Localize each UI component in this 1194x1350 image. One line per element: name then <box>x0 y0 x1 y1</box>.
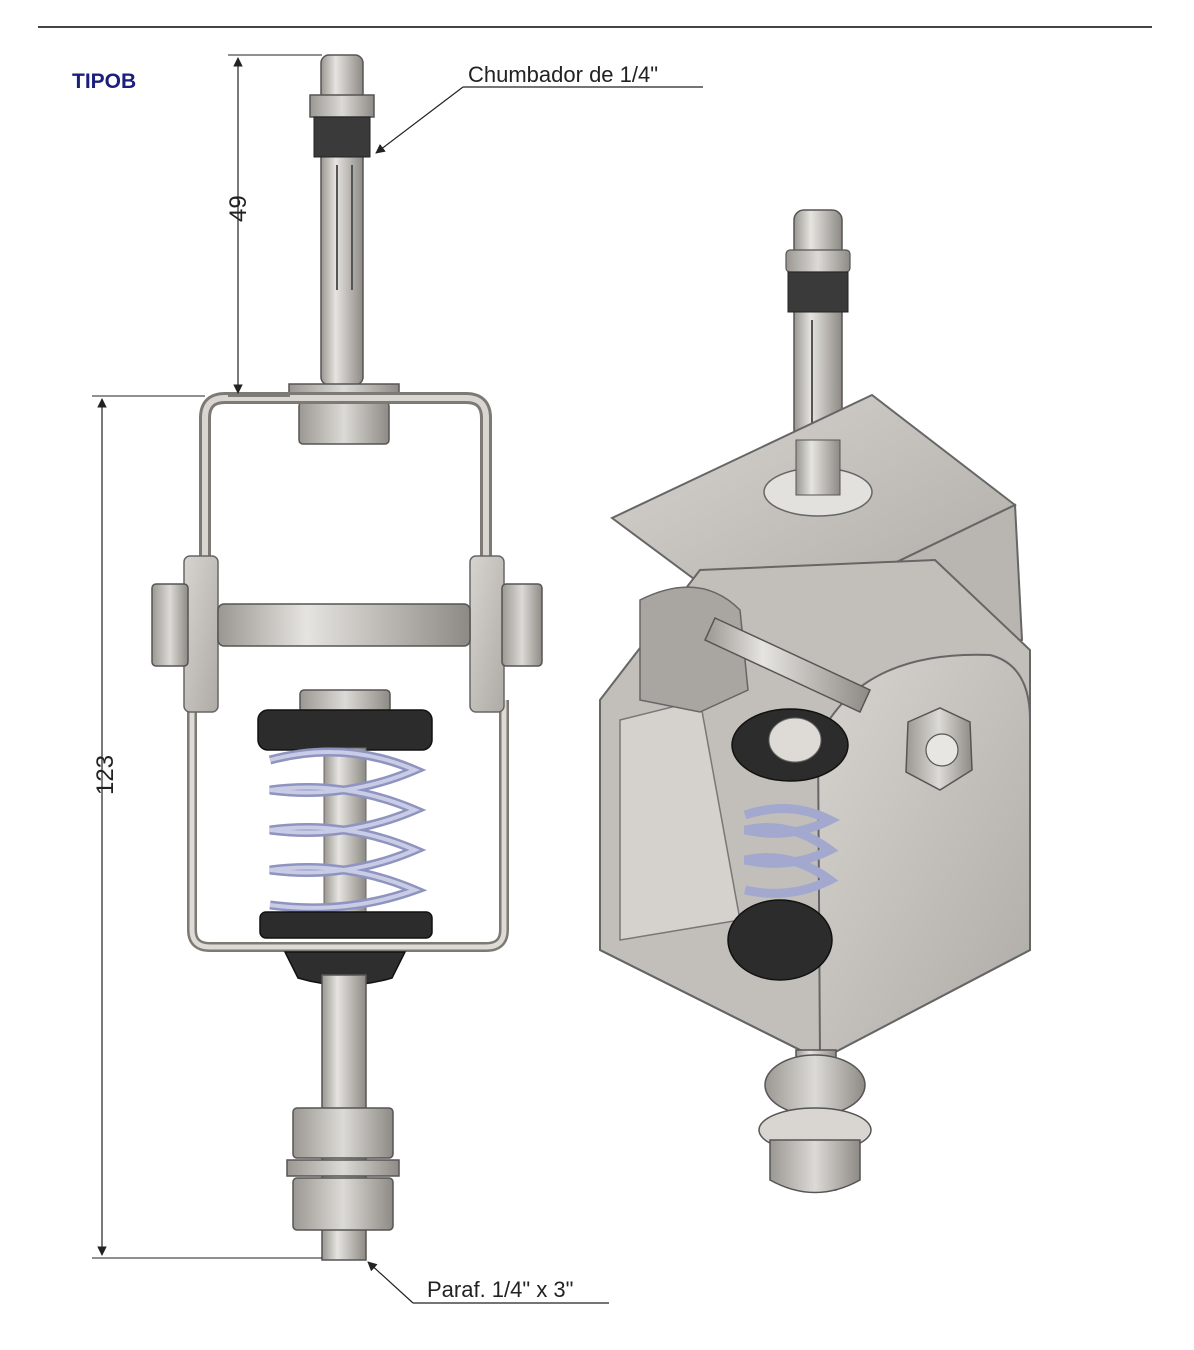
spring-top-nut <box>299 689 391 713</box>
dimension-anchor-label: 49 <box>225 195 252 222</box>
iso-side-ear <box>639 586 749 713</box>
iso-lower-nut <box>764 1054 866 1116</box>
iso-spring-base <box>727 899 833 981</box>
spring-base-cap <box>259 911 433 939</box>
isometric-view <box>599 209 1031 1194</box>
pin-nut-left <box>151 583 189 667</box>
lower-nut-1 <box>292 1107 394 1159</box>
dimension-total-label: 123 <box>92 755 119 795</box>
anchor-nut <box>298 401 390 445</box>
callout-bolt-label: Paraf. 1/4" x 3" <box>427 1277 573 1302</box>
callout-anchor-label: Chumbador de 1/4" <box>468 62 658 87</box>
iso-pin <box>704 617 871 713</box>
dimension-total: 123 <box>92 395 322 1259</box>
lower-washer <box>286 1159 400 1177</box>
side-plate-right <box>469 555 505 713</box>
side-plate-left <box>183 555 219 713</box>
type-label: TIPOB <box>72 70 136 93</box>
front-view <box>151 54 543 1261</box>
cross-pin <box>217 603 471 647</box>
spring-coils <box>268 747 428 919</box>
callout-anchor: Chumbador de 1/4" <box>375 62 703 154</box>
dimension-anchor: 49 <box>225 54 322 397</box>
callout-bolt: Paraf. 1/4" x 3" <box>367 1261 609 1304</box>
anchor-knurl <box>313 116 371 158</box>
anchor-collar <box>309 94 375 118</box>
pin-nut-right <box>501 583 543 667</box>
iso-lower-nut-2 <box>769 1139 861 1194</box>
lower-nut-2 <box>292 1177 394 1231</box>
spring-top-cap <box>257 709 433 751</box>
iso-spring-coils <box>743 804 841 898</box>
